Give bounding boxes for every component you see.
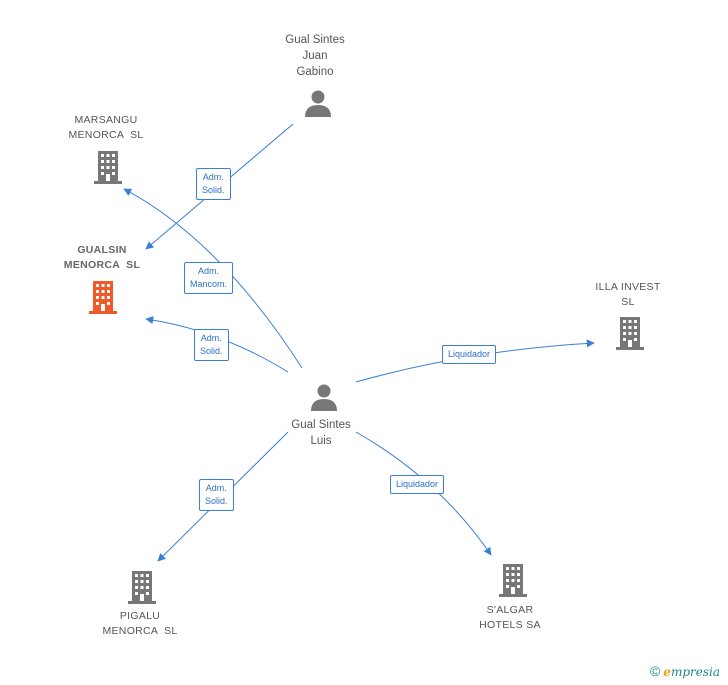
- edge-label-luis-marsangu[interactable]: Adm. Mancom.: [184, 262, 234, 294]
- copyright-symbol: ©: [649, 663, 661, 679]
- edge-luis-marsangu: [123, 188, 303, 369]
- building-icon[interactable]: [87, 280, 119, 314]
- building-icon[interactable]: [126, 570, 158, 604]
- edge-label-luis-salgar[interactable]: Liquidador: [390, 475, 445, 494]
- edge-label-juan-gualsin[interactable]: Adm. Solid.: [196, 168, 231, 200]
- node-label-luis[interactable]: Gual Sintes Luis: [291, 419, 351, 447]
- brand-initial: e: [663, 665, 671, 679]
- node-label-gualsin[interactable]: GUALSIN MENORCA SL: [63, 244, 141, 271]
- building-icon[interactable]: [497, 563, 529, 597]
- edge-label-luis-illa[interactable]: Liquidador: [442, 345, 497, 364]
- person-icon[interactable]: [309, 382, 339, 412]
- building-icon[interactable]: [614, 316, 646, 350]
- edge-label-luis-gualsin[interactable]: Adm. Solid.: [194, 329, 229, 361]
- node-label-juan[interactable]: Gual Sintes Juan Gabino: [285, 34, 345, 78]
- building-icon[interactable]: [92, 150, 124, 184]
- person-icon[interactable]: [303, 88, 333, 118]
- edge-label-luis-pigalu[interactable]: Adm. Solid.: [199, 479, 234, 511]
- node-label-salgar[interactable]: S'ALGAR HOTELS SA: [479, 604, 541, 631]
- brand-name: mpresia: [670, 665, 720, 679]
- node-label-marsangu[interactable]: MARSANGU MENORCA SL: [68, 114, 144, 141]
- node-label-illa[interactable]: ILLA INVEST SL: [595, 281, 661, 308]
- brand-watermark: ©empresia: [650, 663, 720, 679]
- node-label-pigalu[interactable]: PIGALU MENORCA SL: [102, 610, 178, 637]
